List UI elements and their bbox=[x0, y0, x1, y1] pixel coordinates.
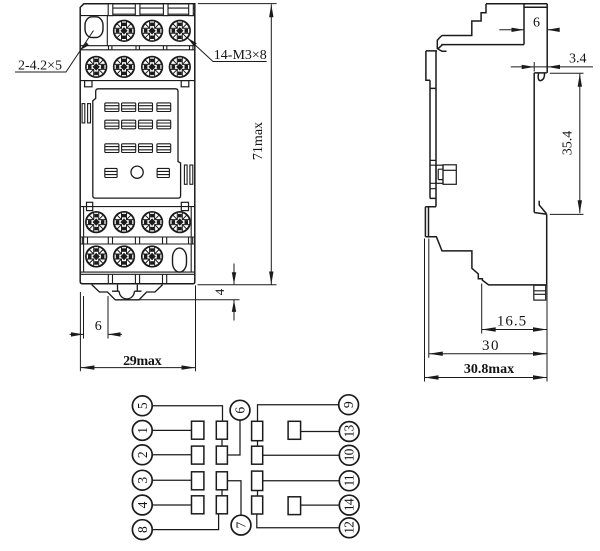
svg-text:13: 13 bbox=[342, 425, 357, 438]
svg-text:30.8max: 30.8max bbox=[464, 362, 514, 377]
svg-text:10: 10 bbox=[342, 448, 357, 461]
svg-text:3: 3 bbox=[135, 477, 150, 484]
svg-text:6: 6 bbox=[233, 407, 248, 414]
svg-text:7: 7 bbox=[234, 521, 249, 528]
svg-text:12: 12 bbox=[342, 522, 357, 534]
svg-text:8: 8 bbox=[135, 526, 150, 533]
svg-text:30: 30 bbox=[482, 338, 500, 354]
svg-text:71max: 71max bbox=[251, 122, 266, 160]
svg-text:4: 4 bbox=[135, 501, 150, 508]
svg-text:1: 1 bbox=[135, 427, 150, 434]
svg-text:11: 11 bbox=[342, 475, 357, 486]
svg-text:4: 4 bbox=[212, 288, 227, 295]
svg-text:14-M3×8: 14-M3×8 bbox=[214, 48, 267, 63]
svg-text:3.4: 3.4 bbox=[569, 52, 587, 67]
svg-text:6: 6 bbox=[95, 319, 102, 334]
svg-text:5: 5 bbox=[135, 402, 150, 409]
svg-text:16.5: 16.5 bbox=[497, 314, 527, 330]
svg-text:14: 14 bbox=[342, 498, 357, 511]
svg-text:9: 9 bbox=[341, 401, 356, 408]
svg-text:2-4.2×5: 2-4.2×5 bbox=[18, 59, 62, 74]
svg-text:6: 6 bbox=[533, 16, 540, 31]
svg-text:2: 2 bbox=[135, 451, 150, 458]
svg-text:29max: 29max bbox=[123, 354, 161, 369]
svg-text:35.4: 35.4 bbox=[561, 131, 576, 156]
